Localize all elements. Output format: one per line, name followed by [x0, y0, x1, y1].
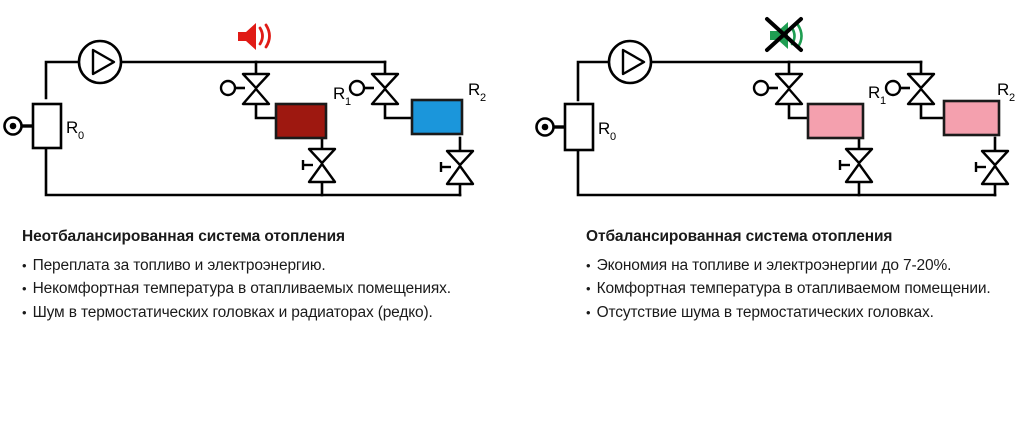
- radiator-2-label-sub: 2: [480, 92, 486, 104]
- radiator-2-label: R: [997, 80, 1009, 99]
- boiler-label: R: [66, 118, 78, 137]
- bullet-text: Экономия на топливе и электроэнергии до …: [596, 256, 952, 274]
- radiator-1-body: [274, 102, 328, 140]
- pipe-return-main: [576, 148, 997, 197]
- pipe-valve2-to-rad2: [919, 102, 946, 120]
- radiator-2-body: [942, 99, 1001, 137]
- caption-unbalanced: Неотбалансированная система отопления • …: [22, 228, 492, 325]
- balancing-valve-2: [974, 149, 1010, 186]
- list-item: • Некомфортная температура в отапливаемы…: [22, 277, 492, 301]
- bullet-text: Переплата за топливо и электроэнергию.: [32, 256, 326, 274]
- bullet-dot: •: [22, 305, 27, 320]
- pump-icon: [607, 39, 653, 85]
- bullet-dot: •: [22, 281, 27, 297]
- bullet-dot: •: [22, 257, 27, 273]
- bullet-text: Отсутствие шума в термостатических голов…: [596, 304, 934, 321]
- list-item: • Комфортная температура в отапливаемом …: [586, 277, 1016, 301]
- bullet-text: Шум в термостатических головках и радиат…: [32, 304, 433, 321]
- boiler-sensor-icon: [535, 117, 565, 137]
- radiator-2-body: [410, 98, 464, 136]
- list-item: • Экономия на топливе и электроэнергии д…: [586, 254, 1016, 278]
- radiator-1-label: R: [868, 83, 880, 102]
- panel-unbalanced-system: R 0: [0, 0, 508, 325]
- pipe-boiler-to-pump: [576, 60, 610, 102]
- boiler-label: R: [598, 119, 610, 138]
- schematic-unbalanced: R 0: [0, 0, 508, 220]
- pipe-boiler-to-pump: [44, 60, 80, 100]
- pipe-valve1-to-rad1: [787, 102, 810, 120]
- pump-icon: [77, 39, 123, 85]
- radiator-2-label-sub: 2: [1009, 92, 1015, 104]
- caption-balanced: Отбалансированная система отопления • Эк…: [586, 228, 1016, 325]
- pipe-valve2-to-rad2: [383, 102, 414, 120]
- list-item: • Шум в термостатических головках и ради…: [22, 301, 492, 325]
- schematic-balanced: R 0: [508, 0, 1016, 220]
- boiler-label-sub: 0: [78, 130, 84, 142]
- bullet-dot: •: [586, 281, 591, 297]
- boiler-label-sub: 0: [610, 131, 616, 143]
- list-item: • Отсутствие шума в термостатических гол…: [586, 301, 1016, 325]
- radiator-1-label-sub: 1: [345, 96, 351, 108]
- boiler-body: [31, 102, 63, 150]
- bullet-list-balanced: • Экономия на топливе и электроэнергии д…: [586, 254, 1016, 325]
- panel-balanced-system: R 0: [508, 0, 1016, 434]
- thermostatic-valve-1: [219, 72, 271, 106]
- caption-title-unbalanced: Неотбалансированная система отопления: [22, 228, 345, 245]
- thermostatic-valve-1: [752, 72, 804, 106]
- radiator-1-body: [806, 102, 865, 140]
- radiator-2-label: R: [468, 80, 480, 99]
- boiler-sensor-icon: [3, 116, 33, 136]
- thermostatic-valve-2: [884, 72, 936, 106]
- list-item: • Переплата за топливо и электроэнергию.: [22, 254, 492, 278]
- balancing-valve-2: [439, 149, 475, 186]
- radiator-1-label-sub: 1: [880, 95, 886, 107]
- balancing-valve-1: [838, 147, 874, 184]
- pipe-return-main: [44, 146, 462, 197]
- bullet-dot: •: [586, 305, 591, 320]
- radiator-1-label: R: [333, 84, 345, 103]
- balancing-valve-1: [301, 147, 337, 184]
- bullet-dot: •: [586, 257, 591, 273]
- bullet-text: Комфортная температура в отапливаемом по…: [596, 280, 991, 298]
- thermostatic-valve-2: [348, 72, 400, 106]
- pipe-valve1-to-rad1: [254, 102, 278, 120]
- boiler-body: [563, 102, 595, 152]
- speaker-muted-icon: [765, 17, 803, 52]
- caption-title-balanced: Отбалансированная система отопления: [586, 228, 893, 245]
- bullet-text: Некомфортная температура в отапливаемых …: [32, 280, 451, 298]
- bullet-list-unbalanced: • Переплата за топливо и электроэнергию.…: [22, 254, 492, 325]
- speaker-on-icon: [238, 23, 271, 50]
- cross-stroke-2: [765, 17, 803, 52]
